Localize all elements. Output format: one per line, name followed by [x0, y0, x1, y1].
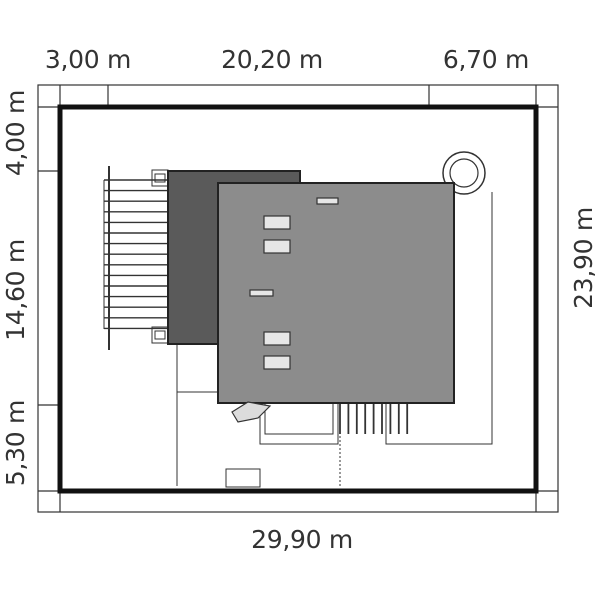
roof-window — [263, 331, 291, 346]
plot-boundary — [57, 104, 539, 494]
dim-bottom-total: 29,90 m — [251, 525, 353, 554]
chimney-vent — [316, 197, 339, 205]
dim-left-middle: 14,60 m — [1, 239, 30, 341]
roof-window — [263, 239, 291, 254]
fence-slats — [339, 404, 409, 434]
dim-top-left: 3,00 m — [45, 45, 131, 74]
house-roof — [217, 182, 455, 404]
entrance-canopy — [231, 401, 272, 423]
terrace-pergola — [103, 166, 168, 350]
dim-left-top: 4,00 m — [1, 90, 30, 176]
chimney-vent — [249, 289, 274, 297]
roof-window — [263, 355, 291, 370]
pergola-connectors — [151, 169, 169, 344]
dim-right-total: 23,90 m — [569, 207, 598, 309]
dim-top-middle: 20,20 m — [221, 45, 323, 74]
roof-windows — [249, 197, 339, 370]
round-feature — [442, 151, 486, 195]
roof-window — [263, 215, 291, 230]
dim-left-bottom: 5,30 m — [1, 400, 30, 486]
dim-top-right: 6,70 m — [443, 45, 529, 74]
